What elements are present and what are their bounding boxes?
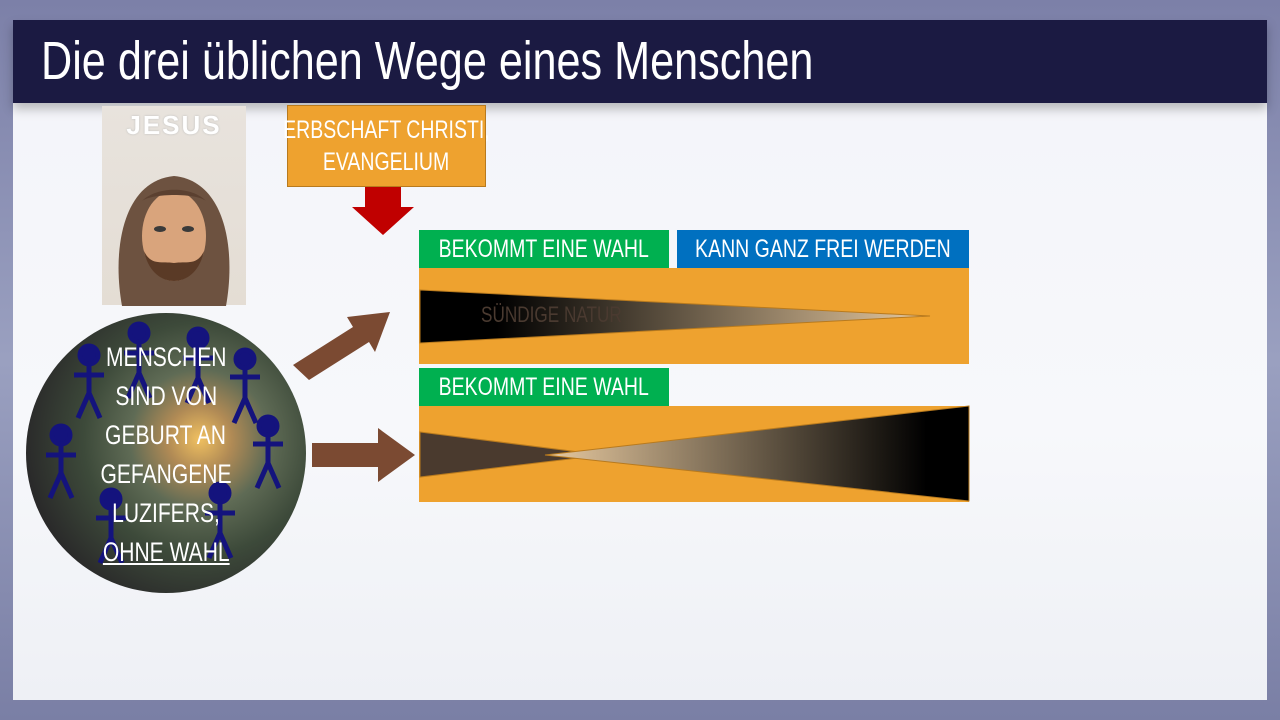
jesus-caption: JESUS — [126, 110, 222, 140]
inheritance-line-1: ERBSCHAFT CHRISTI, — [283, 116, 490, 144]
path2-right-wedge — [544, 405, 970, 502]
globe-line: GEFANGENE — [100, 459, 232, 489]
path1-free-label: KANN GANZ FREI WERDEN — [677, 230, 969, 268]
right-arrow-icon — [312, 428, 415, 482]
path1-free-text: KANN GANZ FREI WERDEN — [695, 234, 951, 263]
globe-line: MENSCHEN — [105, 342, 227, 372]
title-bar: Die drei üblichen Wege eines Menschen — [13, 20, 1267, 103]
globe-line: LUZIFERS, — [112, 498, 220, 528]
slide-title: Die drei üblichen Wege eines Menschen — [41, 31, 814, 91]
path2-choice-text: BEKOMMT EINE WAHL — [438, 372, 650, 401]
slide: Die drei üblichen Wege eines Menschen JE… — [13, 20, 1267, 700]
diagonal-arrow-icon — [293, 312, 390, 380]
red-down-arrow-icon — [352, 187, 414, 235]
inheritance-box: ERBSCHAFT CHRISTI, EVANGELIUM — [283, 105, 490, 187]
path2-choice-label: BEKOMMT EINE WAHL — [419, 368, 669, 406]
jesus-image: JESUS — [102, 106, 246, 306]
path2-left-wedge — [419, 431, 604, 478]
globe-line: SIND VON — [115, 381, 217, 411]
path1-choice-text: BEKOMMT EINE WAHL — [438, 234, 650, 263]
sinful-nature-label: SÜNDIGE NATUR — [481, 302, 662, 328]
path1-choice-label: BEKOMMT EINE WAHL — [419, 230, 669, 268]
stick-figures-icon — [46, 321, 283, 565]
globe-line-underlined: OHNE WAHL — [102, 537, 230, 567]
sinful-nature-text: SÜNDIGE NATUR — [481, 302, 622, 327]
globe-image — [26, 313, 306, 593]
sinful-nature-wedge — [419, 289, 931, 344]
globe-caption: MENSCHEN SIND VON GEBURT AN GEFANGENE LU… — [66, 338, 266, 572]
diagram-shapes — [293, 187, 970, 502]
globe-line: GEBURT AN — [105, 420, 227, 450]
inheritance-line-2: EVANGELIUM — [323, 148, 450, 176]
jesus-portrait-icon — [118, 176, 230, 306]
